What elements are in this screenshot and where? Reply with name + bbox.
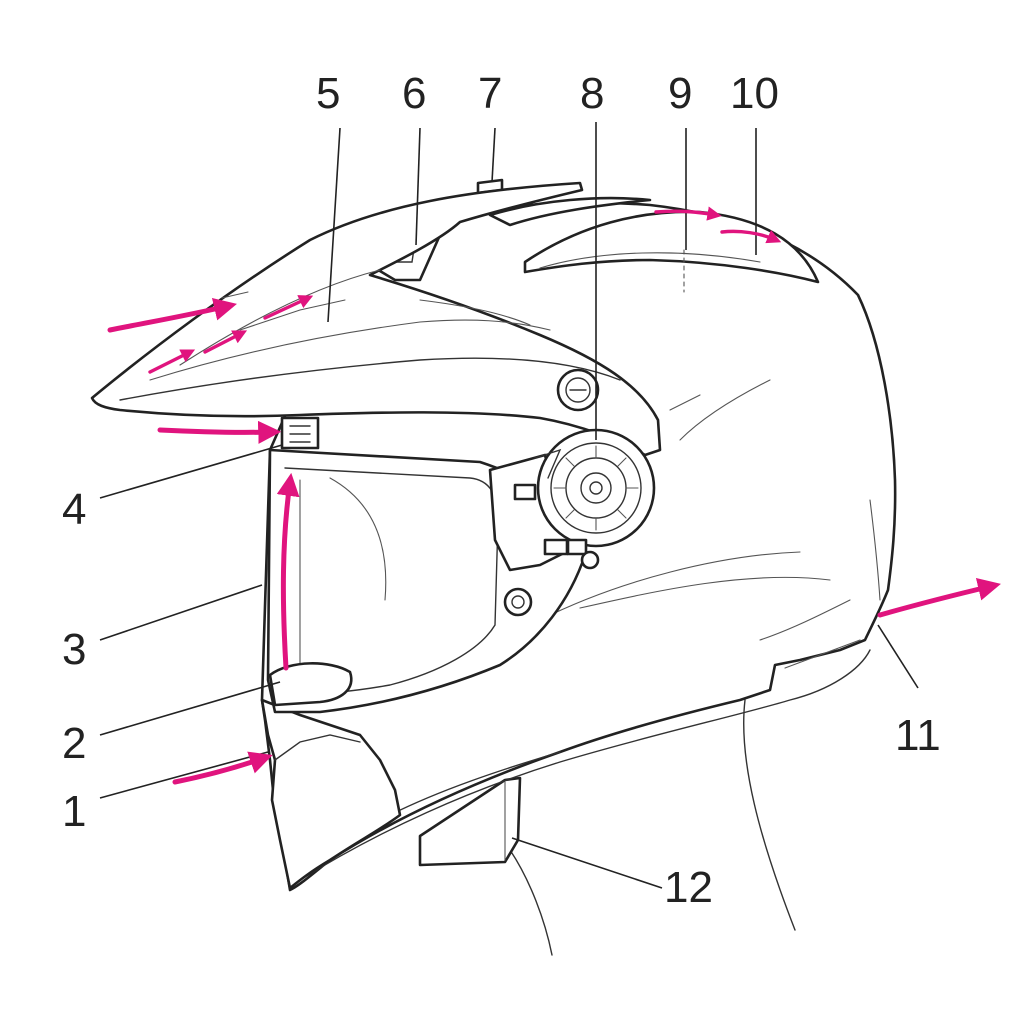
callout-8: 8 [580, 69, 604, 118]
callout-4: 4 [62, 485, 86, 534]
callout-5: 5 [316, 69, 340, 118]
airflow-arrows [107, 206, 1001, 785]
callout-7: 7 [478, 69, 502, 118]
callout-9: 9 [668, 69, 692, 118]
callout-3: 3 [62, 625, 86, 674]
callout-11: 11 [895, 711, 941, 760]
callout-2: 2 [62, 719, 86, 768]
peak-visor [90, 181, 662, 457]
brow-vent [280, 416, 320, 450]
shield-pivot [488, 428, 656, 617]
callout-6: 6 [402, 69, 426, 118]
callout-1: 1 [62, 787, 86, 836]
rear-vent-spoiler [488, 196, 820, 293]
rider-neck [509, 699, 796, 956]
callout-12: 12 [664, 863, 713, 912]
callout-labels: 1 2 3 4 5 6 7 8 9 10 11 12 [62, 69, 941, 912]
callout-10: 10 [730, 69, 779, 118]
leader-lines [99, 122, 919, 889]
